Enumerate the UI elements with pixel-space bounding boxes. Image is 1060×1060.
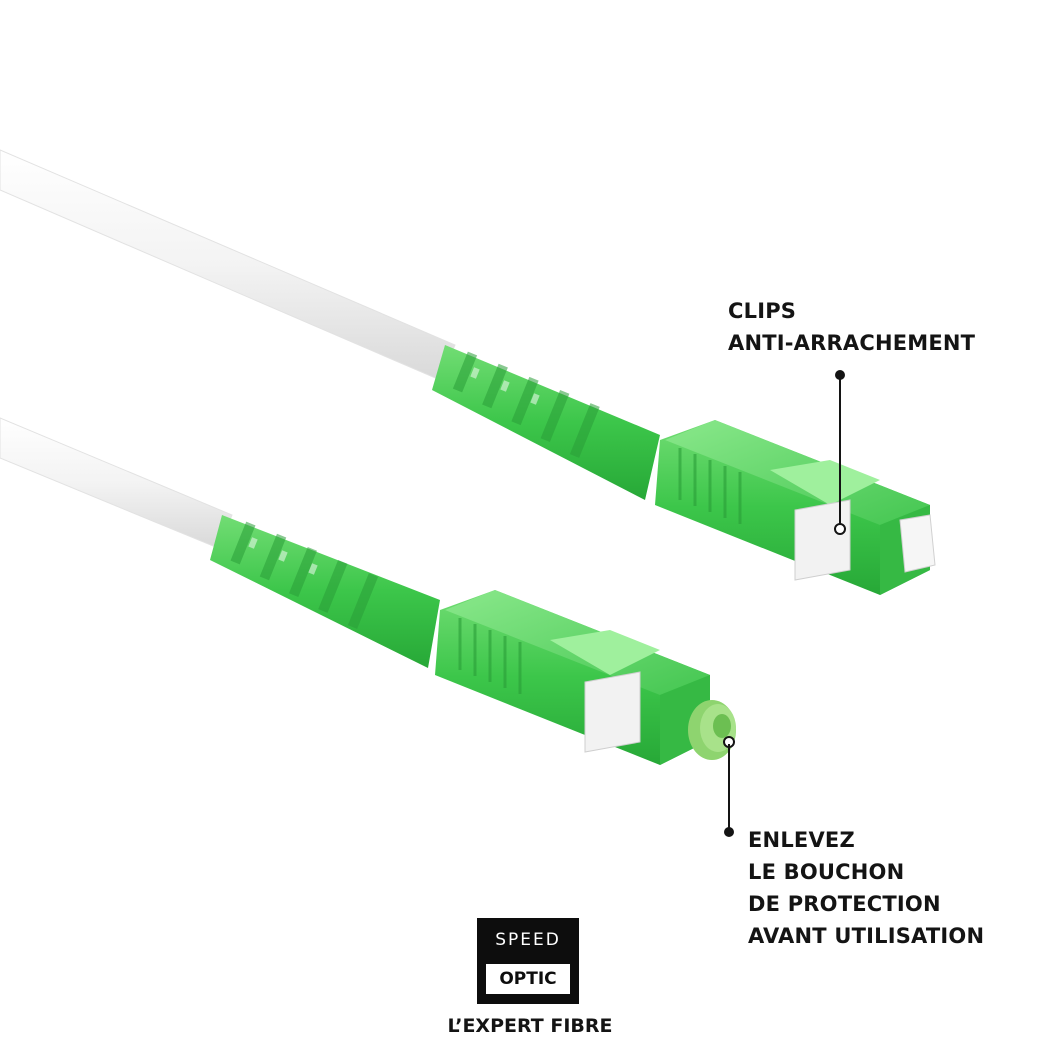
brand-logo-bottom: OPTIC — [499, 969, 557, 989]
brand-logo-top: SPEED — [495, 930, 561, 950]
callout-clips-pointer — [834, 370, 846, 535]
lower-boot — [210, 515, 440, 668]
callout-bouchon-pointer — [723, 736, 735, 837]
brand-logo: SPEED OPTIC — [477, 918, 579, 1004]
upper-boot — [432, 345, 660, 500]
upper-cable — [0, 149, 456, 381]
lower-connector — [435, 590, 736, 765]
callout-bouchon-line3: DE PROTECTION — [748, 892, 941, 916]
upper-connector — [655, 420, 936, 595]
callout-clips-line2: ANTI-ARRACHEMENT — [728, 331, 976, 355]
callout-clips-text: CLIPS ANTI-ARRACHEMENT — [728, 295, 975, 359]
callout-bouchon-line4: AVANT UTILISATION — [748, 924, 985, 948]
callout-bouchon-text: ENLEVEZ LE BOUCHON DE PROTECTION AVANT U… — [748, 824, 984, 952]
brand-logo-bottom-box: OPTIC — [486, 964, 570, 994]
callout-bouchon-line2: LE BOUCHON — [748, 860, 905, 884]
callout-bouchon-line1: ENLEVEZ — [748, 828, 855, 852]
callout-clips-line1: CLIPS — [728, 299, 797, 323]
brand-tagline: L’EXPERT FIBRE — [447, 1015, 613, 1037]
lower-cable — [0, 417, 233, 549]
